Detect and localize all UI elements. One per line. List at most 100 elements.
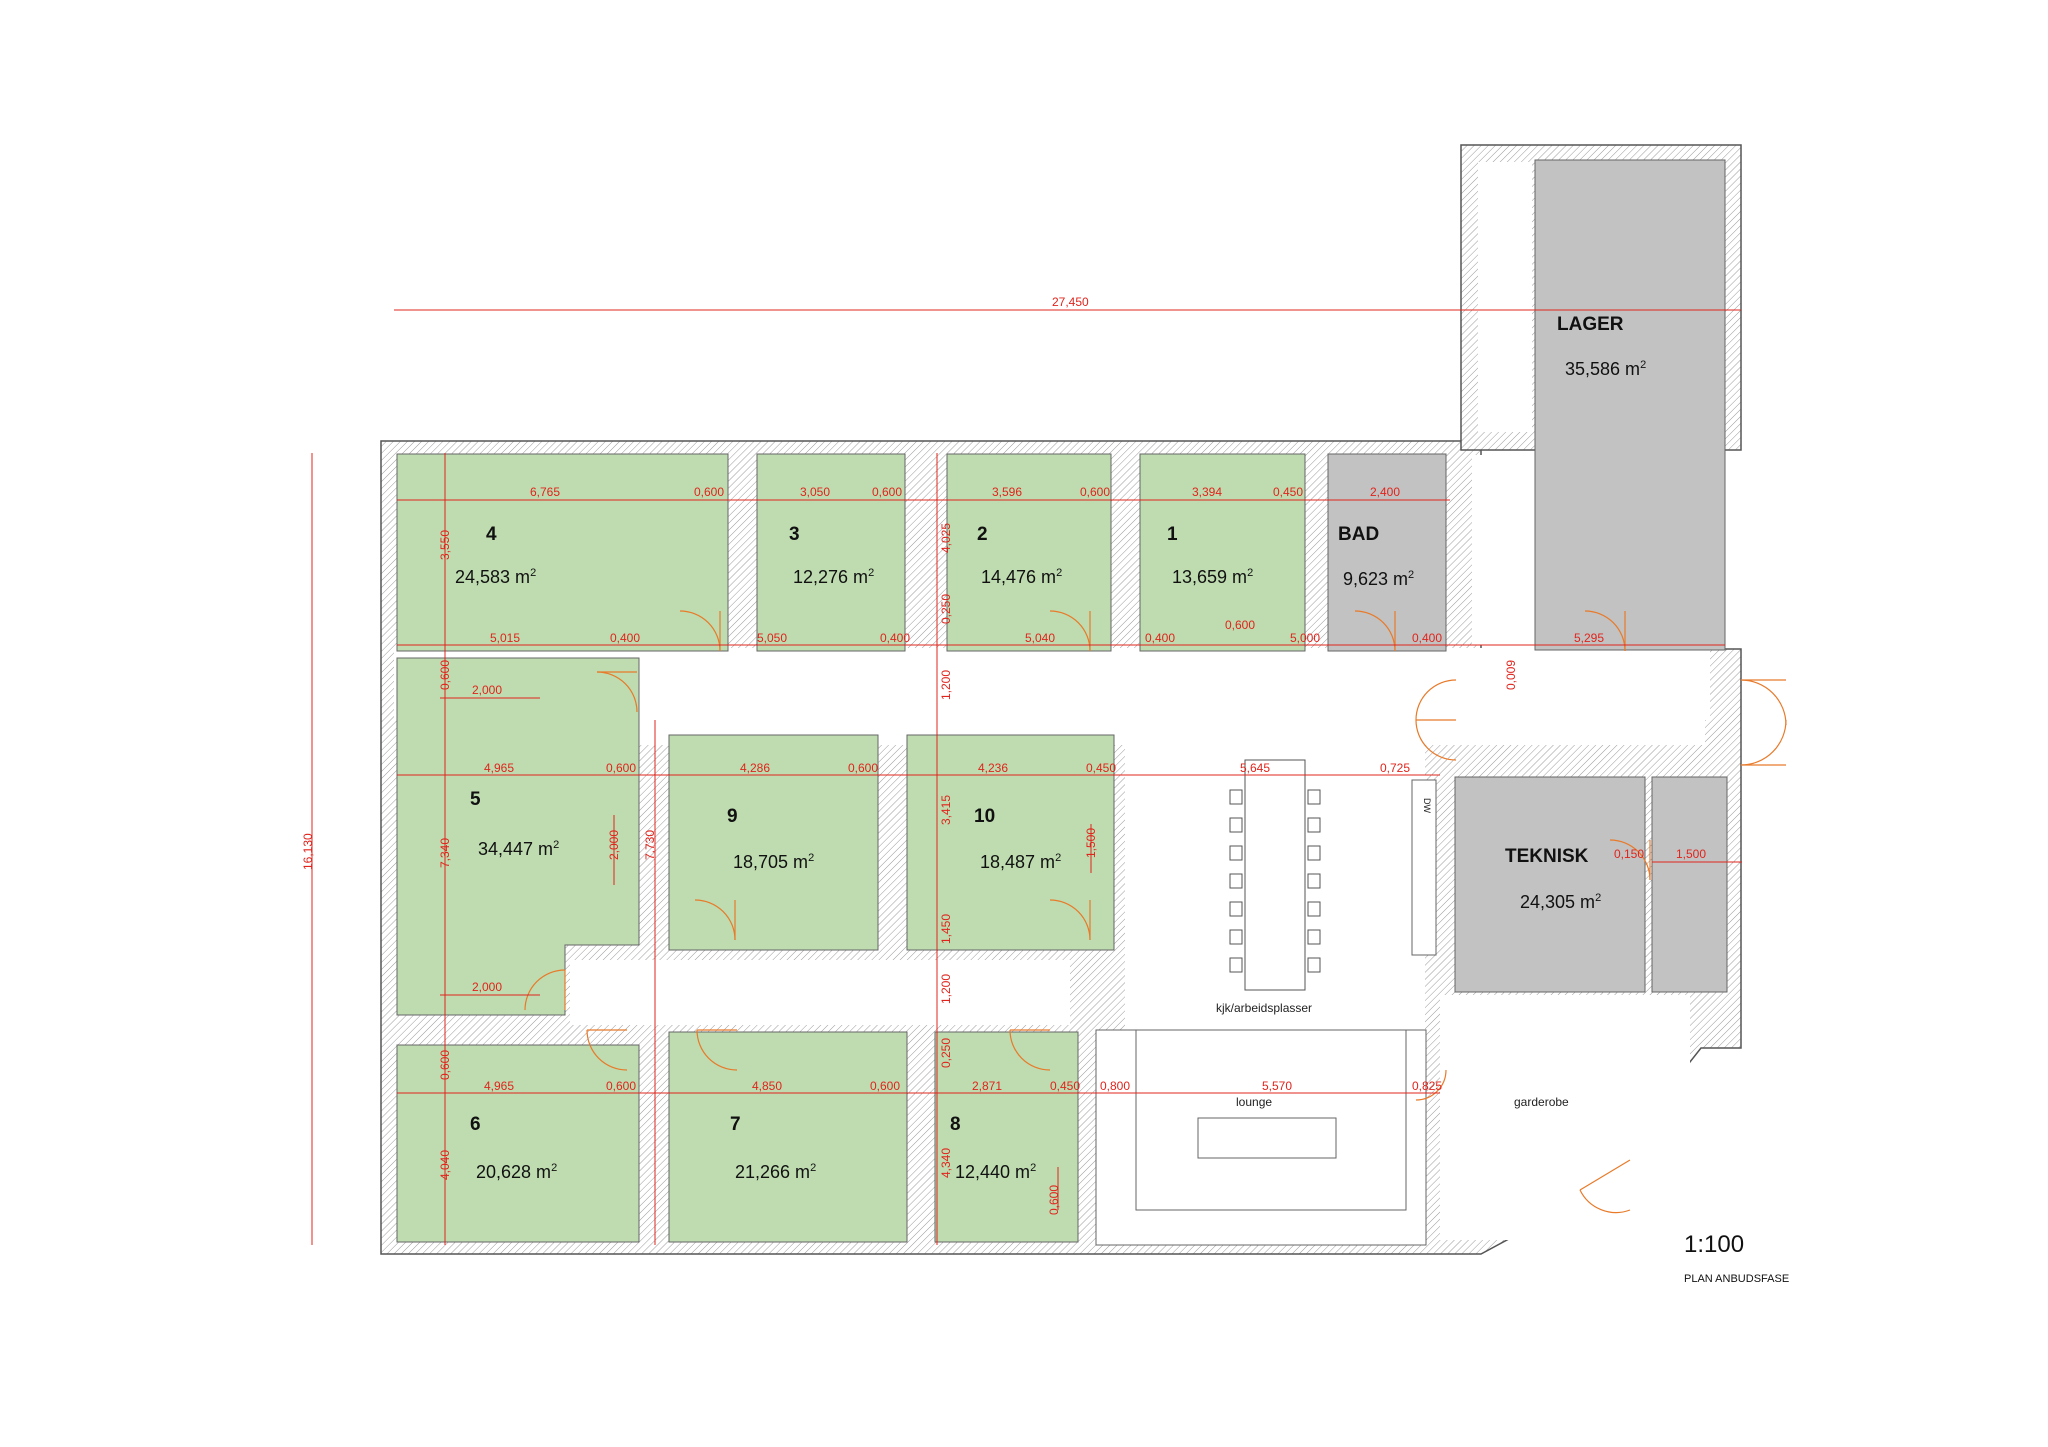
scale-label: 1:100 bbox=[1684, 1231, 1744, 1258]
room-5-area: 34,447 m bbox=[478, 839, 553, 859]
svg-text:34,447 m2: 34,447 m2 bbox=[478, 839, 559, 859]
room-teknisk-number: TEKNISK bbox=[1505, 846, 1589, 867]
dim-vl-4: 0,600 bbox=[438, 1050, 452, 1080]
room-5-number: 5 bbox=[470, 789, 481, 810]
room-6 bbox=[396, 1044, 640, 1243]
dimension-lines bbox=[311, 309, 1742, 1245]
room-teknisk-sup: 2 bbox=[1595, 892, 1601, 904]
room-8 bbox=[934, 1031, 1079, 1243]
dim-vl-2: 0,600 bbox=[438, 660, 452, 690]
dim-top-5: 3,596 bbox=[992, 485, 1022, 499]
dim-corr-3: 5,050 bbox=[757, 631, 787, 645]
plan-subtitle: PLAN ANBUDSFASE bbox=[1684, 1273, 1789, 1285]
dim-teknisk-2: 1,500 bbox=[1676, 847, 1706, 861]
room-teknisk-area: 24,305 m bbox=[1520, 892, 1595, 912]
dim-top-8: 0,450 bbox=[1273, 485, 1303, 499]
room-teknisk bbox=[1454, 776, 1646, 993]
room-7 bbox=[668, 1031, 908, 1243]
dim-top-7: 3,394 bbox=[1192, 485, 1222, 499]
dim-top-2: 0,600 bbox=[694, 485, 724, 499]
room-teknisk-annex bbox=[1651, 776, 1728, 993]
dim-vm-1: 4,025 bbox=[939, 523, 953, 553]
svg-text:9,623 m2: 9,623 m2 bbox=[1343, 569, 1414, 589]
room-4 bbox=[396, 453, 729, 652]
dim-vl-5: 4,040 bbox=[438, 1150, 452, 1180]
room-8-number: 8 bbox=[950, 1114, 961, 1135]
room-1-area: 13,659 m bbox=[1172, 567, 1247, 587]
dim-door-3: 2,000 bbox=[607, 830, 621, 860]
dim-vl-3: 7,340 bbox=[438, 838, 452, 868]
room-8-area: 12,440 m bbox=[955, 1162, 1030, 1182]
dim-vm-7: 0,250 bbox=[939, 1038, 953, 1068]
doors bbox=[524, 610, 1787, 1214]
room-labels: 4 24,583 m2 3 12,276 m2 2 14,476 m2 1 13… bbox=[455, 314, 1646, 1182]
dim-vm-2: 0,250 bbox=[939, 594, 953, 624]
room-1-sup: 2 bbox=[1247, 567, 1253, 579]
dim-vm-5: 1,450 bbox=[939, 914, 953, 944]
dim-bot-7: 0,800 bbox=[1100, 1079, 1130, 1093]
room-bad bbox=[1327, 453, 1447, 652]
dim-corr-2: 0,400 bbox=[610, 631, 640, 645]
space-labels: kjk/arbeidsplasser lounge garderobe DW bbox=[1216, 798, 1569, 1109]
title-block: 1:100 PLAN ANBUDSFASE bbox=[1684, 1231, 1789, 1285]
room-1-number: 1 bbox=[1167, 524, 1178, 545]
dim-corr-10: 5,295 bbox=[1574, 631, 1604, 645]
room-6-sup: 2 bbox=[551, 1162, 557, 1174]
dim-door-6: 0,600 bbox=[1047, 1185, 1061, 1215]
dimension-texts: 27,450 16,130 6,765 0,600 3,050 0,600 3,… bbox=[301, 295, 1706, 1215]
room-2-sup: 2 bbox=[1056, 567, 1062, 579]
room-7-area: 21,266 m bbox=[735, 1162, 810, 1182]
room-lager bbox=[1534, 159, 1726, 651]
dim-mid-1: 4,965 bbox=[484, 761, 514, 775]
svg-text:13,659 m2: 13,659 m2 bbox=[1172, 567, 1253, 587]
dim-bot-3: 4,850 bbox=[752, 1079, 782, 1093]
dim-overall-height: 16,130 bbox=[301, 833, 315, 870]
dim-corr-11: 0,009 bbox=[1504, 660, 1518, 690]
room-lager-number: LAGER bbox=[1557, 314, 1624, 335]
room-2-area: 14,476 m bbox=[981, 567, 1056, 587]
dim-mid-7: 5,645 bbox=[1240, 761, 1270, 775]
dim-mid-5: 4,236 bbox=[978, 761, 1008, 775]
dining-table bbox=[1229, 759, 1321, 991]
dim-top-6: 0,600 bbox=[1080, 485, 1110, 499]
room-2-number: 2 bbox=[977, 524, 988, 545]
room-lager-sup: 2 bbox=[1640, 359, 1646, 371]
rooms bbox=[396, 159, 1728, 1243]
dim-bot-6: 0,450 bbox=[1050, 1079, 1080, 1093]
dim-door-5: 1,500 bbox=[1084, 828, 1098, 858]
room-1 bbox=[1139, 453, 1306, 652]
room-6-area: 20,628 m bbox=[476, 1162, 551, 1182]
room-bad-area: 9,623 m bbox=[1343, 569, 1408, 589]
dim-corr-7: 0,600 bbox=[1225, 618, 1255, 632]
dim-bot-4: 0,600 bbox=[870, 1079, 900, 1093]
room-10-number: 10 bbox=[974, 806, 995, 827]
room-lager-area: 35,586 m bbox=[1565, 359, 1640, 379]
room-4-sup: 2 bbox=[530, 567, 536, 579]
svg-text:24,305 m2: 24,305 m2 bbox=[1520, 892, 1601, 912]
room-3 bbox=[756, 453, 906, 652]
room-7-number: 7 bbox=[730, 1114, 741, 1135]
room-9-sup: 2 bbox=[808, 852, 814, 864]
room-4-number: 4 bbox=[486, 524, 497, 545]
dim-mid-6: 0,450 bbox=[1086, 761, 1116, 775]
svg-text:12,440 m2: 12,440 m2 bbox=[955, 1162, 1036, 1182]
room-5-sup: 2 bbox=[553, 839, 559, 851]
room-9 bbox=[668, 734, 879, 951]
svg-text:35,586 m2: 35,586 m2 bbox=[1565, 359, 1646, 379]
dim-vm-6: 1,200 bbox=[939, 974, 953, 1004]
wardrobe-label: garderobe bbox=[1514, 1095, 1569, 1109]
room-5 bbox=[396, 657, 640, 1016]
dim-mid-3: 4,286 bbox=[740, 761, 770, 775]
room-7-sup: 2 bbox=[810, 1162, 816, 1174]
room-bad-sup: 2 bbox=[1408, 569, 1414, 581]
room-6-number: 6 bbox=[470, 1114, 481, 1135]
dim-mid-4: 0,600 bbox=[848, 761, 878, 775]
room-9-area: 18,705 m bbox=[733, 852, 808, 872]
svg-text:14,476 m2: 14,476 m2 bbox=[981, 567, 1062, 587]
room-3-area: 12,276 m bbox=[793, 567, 868, 587]
dim-corr-4: 0,400 bbox=[880, 631, 910, 645]
dim-door-1: 2,000 bbox=[472, 683, 502, 697]
svg-text:18,487 m2: 18,487 m2 bbox=[980, 852, 1061, 872]
room-3-sup: 2 bbox=[868, 567, 874, 579]
